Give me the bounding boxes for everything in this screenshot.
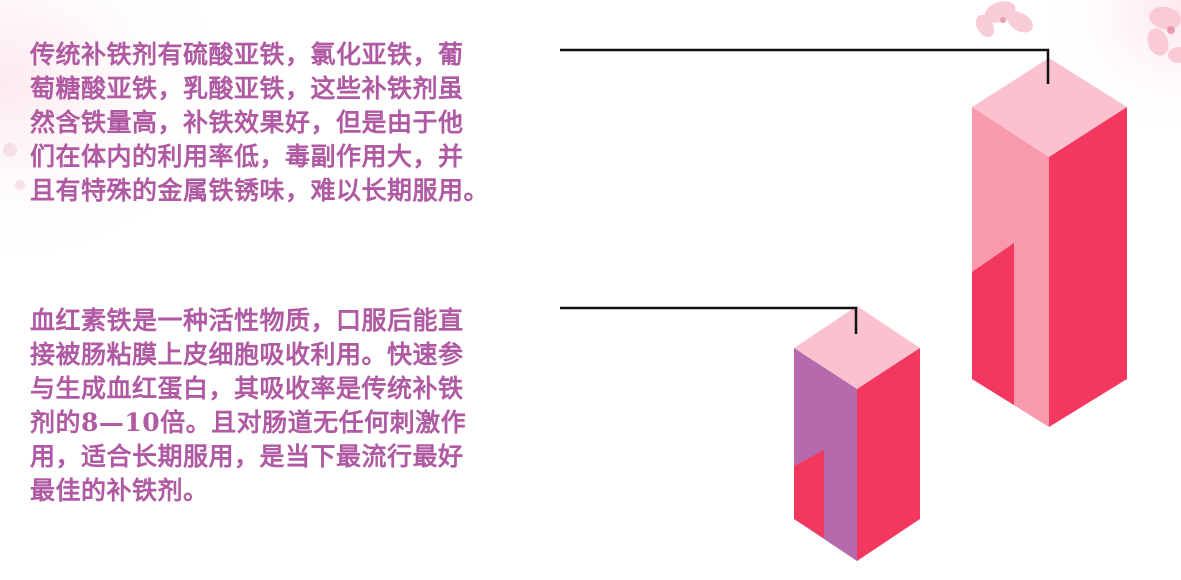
tall-pillar-top [972,58,1127,157]
tall-pillar-right-face [1049,107,1127,427]
text-block-heme-iron: 血红素铁是一种活性物质，口服后能直 接被肠粘膜上皮细胞吸收利用。快速参 与生成血… [30,304,565,508]
text-line: 与生成血红蛋白，其吸收率是传统补铁 [30,374,464,403]
text-line: 然含铁量高，补铁效果好，但是由于他 [30,108,464,137]
text-line: 用，适合长期服用，是当下最流行最好 [30,442,464,471]
connector-line-top [560,48,1050,84]
text-line: 血红素铁是一种活性物质，口服后能直 [30,306,464,335]
short-pillar-top [794,306,920,389]
text-line: 接被肠粘膜上皮细胞吸收利用。快速参 [30,340,464,369]
text-line: 传统补铁剂有硫酸亚铁，氯化亚铁，葡 [30,40,464,69]
text-block-traditional-iron: 传统补铁剂有硫酸亚铁，氯化亚铁，葡 萄糖酸亚铁，乳酸亚铁，这些补铁剂虽 然含铁量… [30,38,565,208]
text-line: 剂的8—10倍。且对肠道无任何刺激作 [30,408,467,437]
tall-pillar [972,58,1127,427]
text-line: 且有特殊的金属铁锈味，难以长期服用。 [30,176,490,205]
short-pillar [794,306,920,561]
connector-line-bottom [560,306,858,334]
text-line: 最佳的补铁剂。 [30,476,209,505]
text-line: 们在体内的利用率低，毒副作用大，并 [30,142,464,171]
short-pillar-left-accent [794,450,824,538]
short-pillar-right-face [857,348,920,561]
text-line: 萄糖酸亚铁，乳酸亚铁，这些补铁剂虽 [30,74,464,103]
tall-pillar-left-accent [972,243,1014,405]
